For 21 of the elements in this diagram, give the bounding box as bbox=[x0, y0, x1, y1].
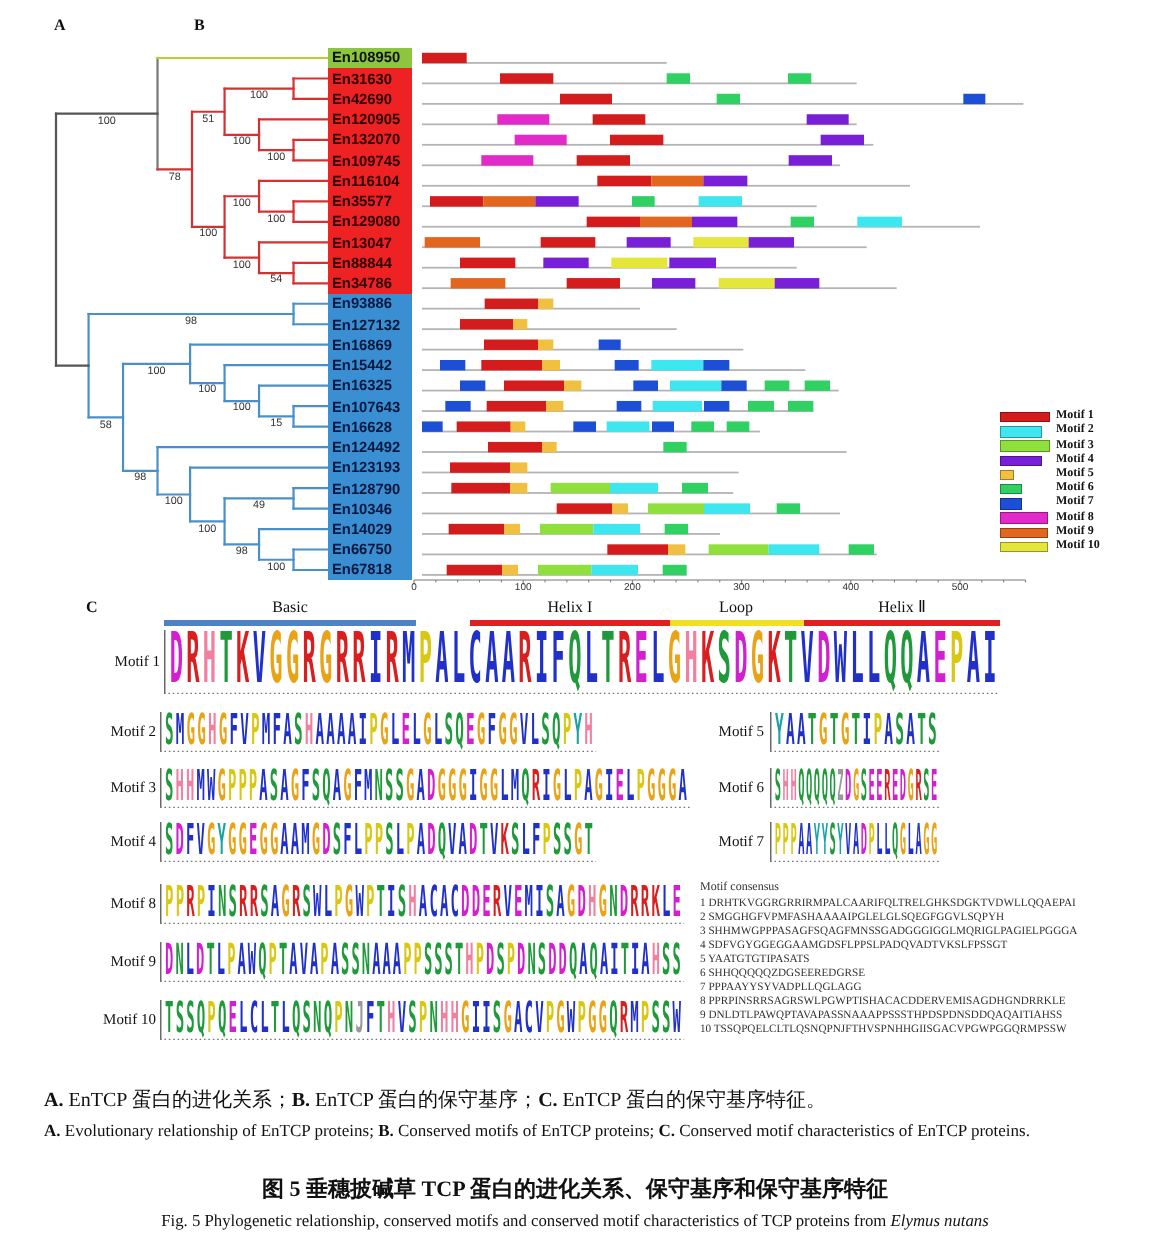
conservation-plot: DNLDTLPAWQPTAVAPASSNAAAPPSSSTHPDSPDNSDDQAQAITIAHSS bbox=[160, 942, 684, 982]
region-label: Basic bbox=[272, 598, 308, 616]
conservation-plot: DRHTKVGGRGRRIRMPALCAARIFQLTRELGHKSDGKTVDWLLQQAEPAI bbox=[164, 630, 1000, 694]
conservation-plot: PPRPINSRRSAGRSWLPGWPTISHACACDDERVEMISAGDHGNDRRKLE bbox=[160, 884, 684, 924]
conservation-plot: SHHQQQQQZDGSEEREDGRSE bbox=[770, 768, 940, 808]
region-label: Loop bbox=[719, 598, 753, 616]
conservation-plot: PPPAAYYSYVADPLLQGLAGG bbox=[770, 822, 940, 862]
conservation-plot: SMGGHGFVPMFASHAAAAIPGLELGLSQEGFGGVLSQPYH bbox=[160, 712, 596, 752]
figure-title: 图 5 垂穗披碱草 TCP 蛋白的进化关系、保守基序和保守基序特征 bbox=[260, 1176, 890, 1204]
panel-caption: A. EnTCP 蛋白的进化关系；B. EnTCP 蛋白的保守基序；C. EnTCP 蛋白的保守基序特征。 bbox=[44, 1088, 828, 1114]
panel-letter: C bbox=[86, 598, 98, 616]
figure-caption: Fig. 5 Phylogenetic relationship, conserved motifs and conserved motif characteristics of TCP proteins from Elymus nutans bbox=[159, 1210, 991, 1232]
region-label: Helix Ⅱ bbox=[878, 598, 926, 616]
panel-caption: A. Evolutionary relationship of EnTCP proteins; B. Conserved motifs of EnTCP proteins; C. Conserved motif characteristics of EnTCP proteins. bbox=[44, 1120, 1032, 1140]
conservation-plot: YAATGTGTIPASATS bbox=[770, 712, 940, 752]
panel-letter: A bbox=[54, 16, 66, 34]
panel-letter: B bbox=[194, 16, 205, 34]
conservation-plot: TSSQPQELCLTLQSNQPNJFTHVSPNHHGIISGACVPGWPGGQRMPSSW bbox=[160, 1000, 684, 1040]
region-label: Helix I bbox=[547, 598, 593, 616]
conservation-plot: SHHMWGPPPASAGFSQAGFMNSSGADGGGIGGLMQRIGLPAGIELPGGGA bbox=[160, 768, 690, 808]
conservation-plot: SDFVGYGGEGGAAMGDSFLPPSLPADQVADTVKSLFPSSGT bbox=[160, 822, 596, 862]
